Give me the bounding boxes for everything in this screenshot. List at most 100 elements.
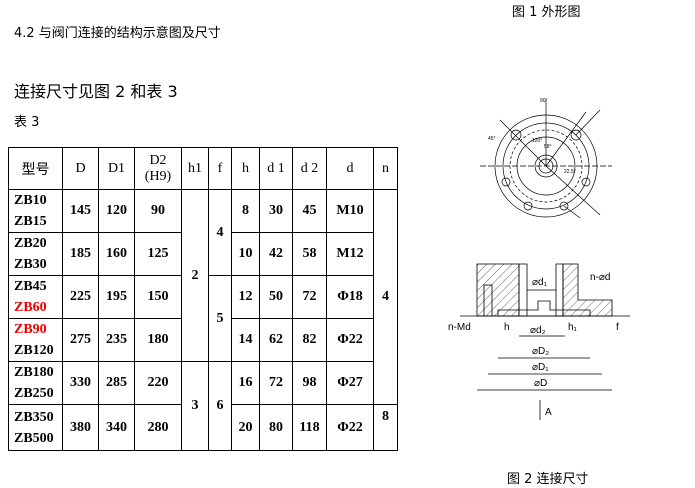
label-h1: h₁ xyxy=(568,322,578,333)
cell-D2: 280 xyxy=(134,404,182,451)
cell-h1: 3 xyxy=(181,361,209,451)
cell-d1: 42 xyxy=(259,232,293,276)
label-D: ⌀D xyxy=(534,378,547,389)
cell-d: Φ18 xyxy=(326,275,374,319)
angle-58: 58° xyxy=(544,144,552,150)
label-A: A xyxy=(545,407,552,418)
cell-D: 330 xyxy=(62,361,99,405)
label-D1: ⌀D₁ xyxy=(532,362,549,373)
label-n-d: n-⌀d xyxy=(590,272,610,283)
label-f: f xyxy=(616,322,619,333)
figure2-labels: ⌀d₁ n-⌀d n-Md h ⌀d₂ h₁ f ⌀D₂ ⌀D₁ ⌀D A xyxy=(448,272,619,418)
intro-text: 连接尺寸见图 2 和表 3 xyxy=(14,82,178,101)
cell-D2: 220 xyxy=(134,361,182,405)
cell-d1: 80 xyxy=(259,404,293,451)
cell-D2: 90 xyxy=(134,189,182,233)
cell-D1: 160 xyxy=(98,232,135,276)
cell-D1: 340 xyxy=(98,404,135,451)
cell-d2: 118 xyxy=(292,404,327,451)
figure1-top-view xyxy=(480,100,612,219)
header-h: h xyxy=(231,147,260,190)
label-h: h xyxy=(504,322,510,333)
header-D2: D2(H9) xyxy=(134,147,182,190)
header-D: D xyxy=(62,147,99,190)
header-f: f xyxy=(208,147,232,190)
cell-f: 6 xyxy=(208,361,232,451)
header-n: n xyxy=(373,147,398,190)
header-h1: h1 xyxy=(181,147,209,190)
cell-D: 380 xyxy=(62,404,99,451)
cell-d1: 62 xyxy=(259,318,293,362)
cell-h: 20 xyxy=(231,404,260,451)
model-name: ZB350 xyxy=(14,409,54,425)
cell-d: M12 xyxy=(326,232,374,276)
cell-h: 16 xyxy=(231,361,260,405)
cell-d2: 72 xyxy=(292,275,327,319)
label-n-Md: n-Md xyxy=(448,322,471,333)
cell-d1: 50 xyxy=(259,275,293,319)
header-model: 型号 xyxy=(8,147,63,190)
cell-n: 8 xyxy=(373,404,398,451)
cell-D: 145 xyxy=(62,189,99,233)
angle-45: 45° xyxy=(488,136,496,142)
cell-d: Φ22 xyxy=(326,318,374,362)
model-name: ZB15 xyxy=(14,214,47,229)
cell-D1: 195 xyxy=(98,275,135,319)
section-title: 4.2 与阀门连接的结构示意图及尺寸 xyxy=(14,26,221,41)
cell-f: 5 xyxy=(208,275,232,362)
header-D2-tol: (H9) xyxy=(144,168,172,184)
figure1-caption: 图 1 外形图 xyxy=(512,5,581,20)
figure2-section-view xyxy=(460,263,630,420)
cell-D: 275 xyxy=(62,318,99,362)
cell-d: Φ22 xyxy=(326,404,374,451)
model-name: ZB90 xyxy=(14,322,47,337)
model-name: ZB45 xyxy=(14,279,47,294)
model-name: ZB10 xyxy=(14,193,47,208)
header-D2-label: D2 xyxy=(149,152,167,168)
cell-d2: 45 xyxy=(292,189,327,233)
cell-d2: 98 xyxy=(292,361,327,405)
figure2-caption: 图 2 连接尺寸 xyxy=(507,472,589,487)
cell-n: 4 xyxy=(373,189,398,405)
label-d1: ⌀d₁ xyxy=(532,277,548,288)
connection-drawing: 90° 45° 120° 58° 22.5° ⌀d₁ n-⌀d n-Md h ⌀… xyxy=(448,98,630,420)
cell-h1: 2 xyxy=(181,189,209,362)
model-name: ZB180 xyxy=(14,365,54,380)
cell-D: 225 xyxy=(62,275,99,319)
model-name: ZB120 xyxy=(14,343,54,358)
table-header: 型号 D D1 D2(H9) h1 f h d 1 d 2 d n xyxy=(8,147,398,190)
cell-d2: 58 xyxy=(292,232,327,276)
cell-D2: 180 xyxy=(134,318,182,362)
cell-D1: 285 xyxy=(98,361,135,405)
label-D2: ⌀D₂ xyxy=(532,346,549,357)
cell-d1: 72 xyxy=(259,361,293,405)
label-d2: ⌀d₂ xyxy=(530,325,546,336)
angle-22: 22.5° xyxy=(564,169,576,175)
cell-D1: 120 xyxy=(98,189,135,233)
cell-d2: 82 xyxy=(292,318,327,362)
model-name: ZB20 xyxy=(14,236,47,251)
angle-90: 90° xyxy=(540,98,548,104)
cell-d1: 30 xyxy=(259,189,293,233)
figure1-labels: 90° 45° 120° 58° 22.5° xyxy=(488,98,576,175)
cell-D2: 150 xyxy=(134,275,182,319)
model-name: ZB30 xyxy=(14,257,47,272)
cell-f: 4 xyxy=(208,189,232,276)
cell-d: M10 xyxy=(326,189,374,233)
model-name: ZB250 xyxy=(14,386,54,401)
cell-h: 14 xyxy=(231,318,260,362)
header-D1: D1 xyxy=(98,147,135,190)
header-d: d xyxy=(326,147,374,190)
model-name: ZB60 xyxy=(14,300,47,315)
cell-D: 185 xyxy=(62,232,99,276)
angle-120: 120° xyxy=(532,138,542,144)
cell-d: Φ27 xyxy=(326,361,374,405)
